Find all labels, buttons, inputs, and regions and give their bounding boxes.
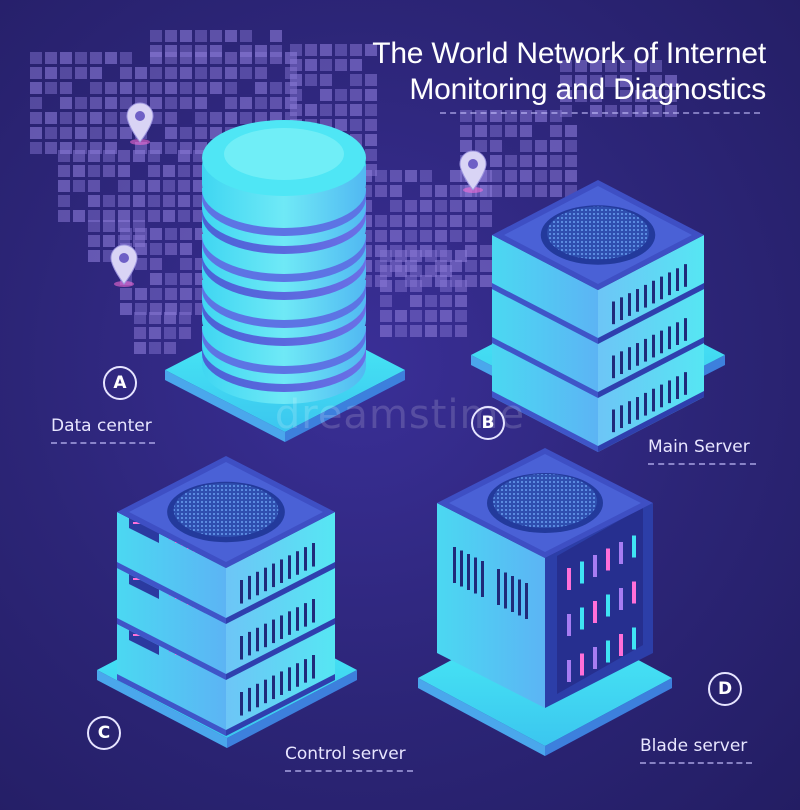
label-underline: [648, 463, 756, 465]
badge-a: A: [103, 366, 137, 400]
server-rack-icon: [471, 180, 725, 452]
label-data-center: Data center: [51, 416, 152, 436]
badge-d: D: [708, 672, 742, 706]
server-rack-icon: [97, 456, 357, 748]
label-blade-server: Blade server: [640, 736, 748, 756]
label-underline: [640, 762, 752, 764]
label-underline: [51, 442, 155, 444]
blade-server-icon: [418, 448, 672, 756]
title-line-2: Monitoring and Diagnostics: [409, 73, 766, 106]
page-title: The World Network of Internet Monitoring…: [372, 36, 766, 108]
label-control-server: Control server: [285, 744, 406, 764]
location-pin-icon: [110, 244, 138, 287]
location-pin-icon: [126, 102, 154, 145]
title-underline: [440, 112, 760, 114]
badge-b: B: [471, 406, 505, 440]
label-main-server: Main Server: [648, 437, 750, 457]
title-line-1: The World Network of Internet: [372, 37, 766, 70]
database-tower-icon: [165, 120, 405, 442]
location-pin-icon: [459, 150, 487, 193]
badge-c: C: [87, 716, 121, 750]
label-underline: [285, 770, 413, 772]
